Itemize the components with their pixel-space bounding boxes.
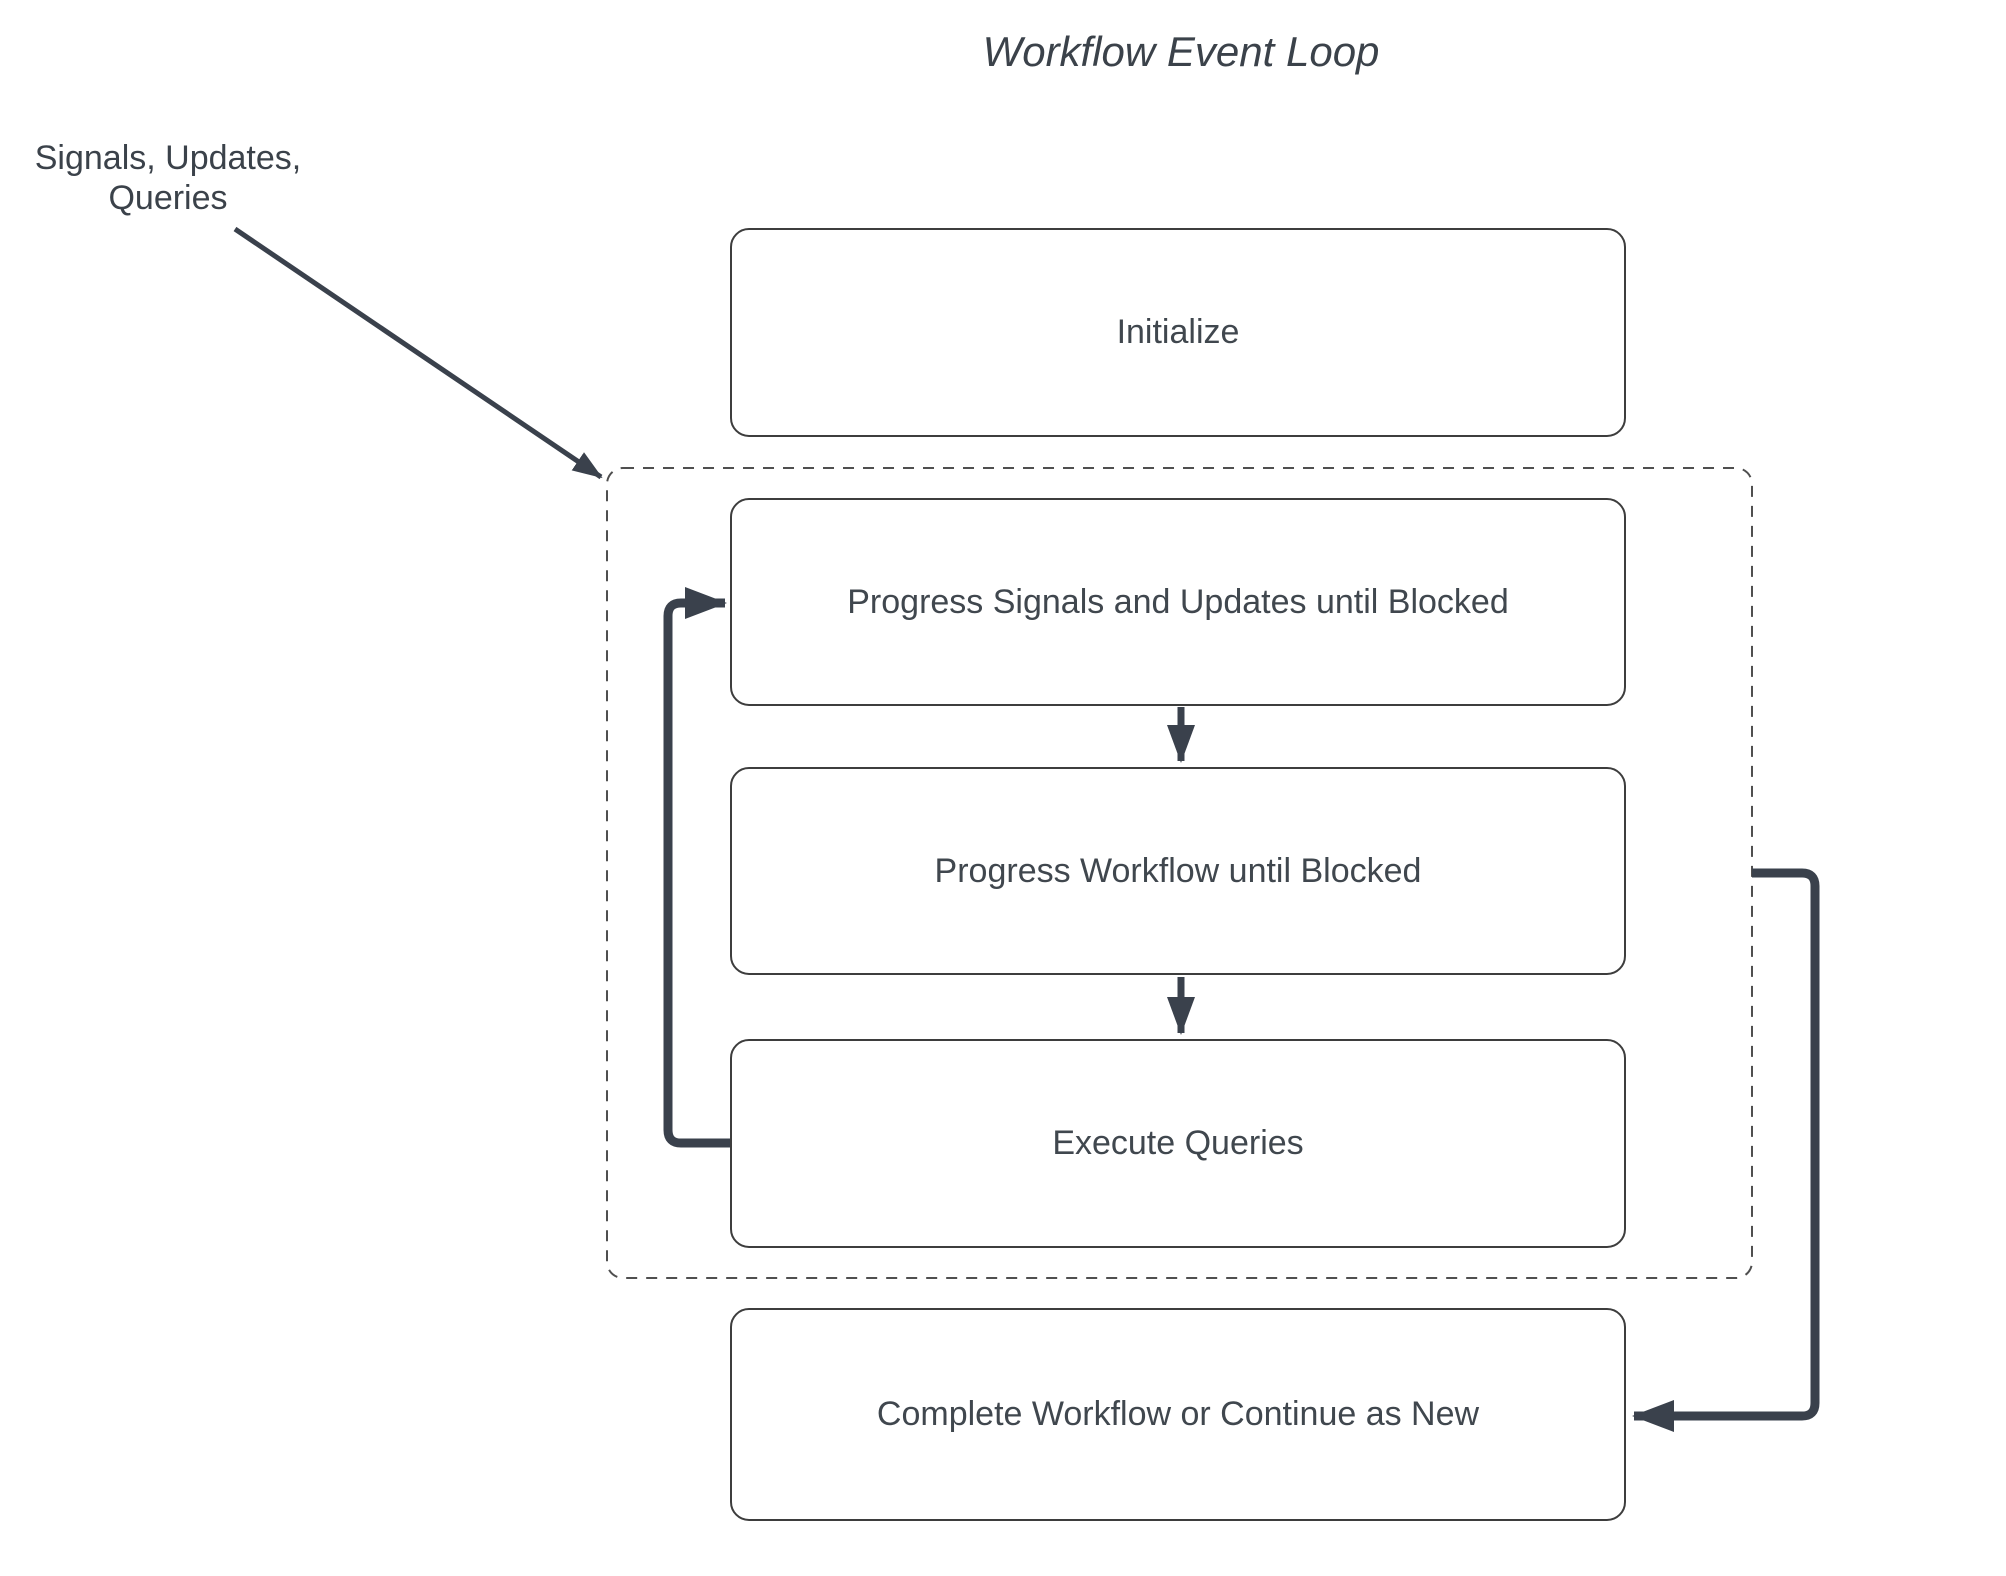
arrow-queries-loopback-to-signals <box>663 587 731 1148</box>
node-complete-workflow-label: Complete Workflow or Continue as New <box>876 1395 1480 1434</box>
node-execute-queries: Execute Queries <box>730 1039 1626 1248</box>
node-complete-workflow: Complete Workflow or Continue as New <box>730 1308 1626 1521</box>
node-initialize: Initialize <box>730 228 1626 437</box>
node-execute-queries-label: Execute Queries <box>1052 1124 1304 1163</box>
diagram-title: Workflow Event Loop <box>982 28 1380 75</box>
external-inputs-line2: Queries <box>108 179 228 218</box>
node-progress-workflow: Progress Workflow until Blocked <box>730 767 1626 975</box>
external-inputs-label: Signals, Updates, Queries <box>18 138 318 218</box>
node-progress-signals-updates-label: Progress Signals and Updates until Block… <box>847 582 1509 621</box>
arrow-inputs-to-loop <box>233 226 603 480</box>
node-progress-workflow-label: Progress Workflow until Blocked <box>934 851 1422 890</box>
node-initialize-label: Initialize <box>1116 313 1240 352</box>
node-progress-signals-updates: Progress Signals and Updates until Block… <box>730 498 1626 706</box>
arrow-loop-to-complete <box>1632 868 1820 1432</box>
external-inputs-line1: Signals, Updates, <box>34 139 302 177</box>
